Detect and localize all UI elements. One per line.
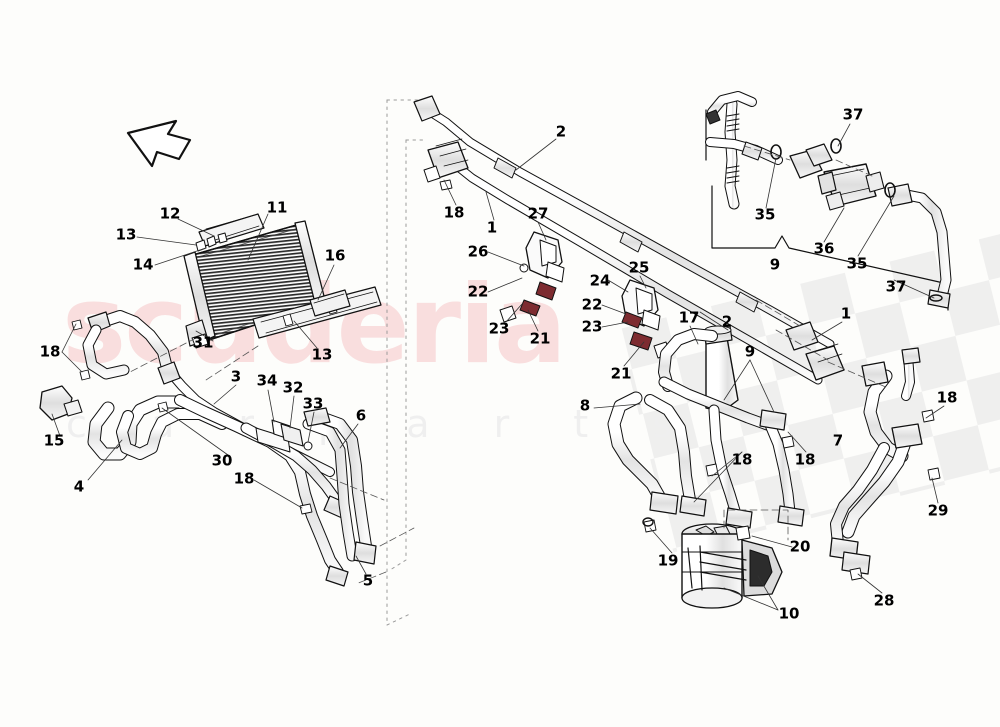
callout-21-b: 21 — [610, 364, 632, 383]
callout-18-a: 18 — [39, 342, 61, 361]
callout-6: 6 — [355, 406, 367, 425]
callout-2-b: 2 — [721, 312, 733, 331]
direction-arrow-icon — [126, 119, 192, 168]
callout-18-e: 18 — [794, 450, 816, 469]
callout-27: 27 — [527, 204, 549, 223]
long-refrigerant-lines — [413, 95, 835, 385]
callout-31: 31 — [192, 333, 214, 352]
callout-19: 19 — [657, 551, 679, 570]
callout-1-b: 1 — [840, 304, 852, 323]
callout-10: 10 — [778, 604, 800, 623]
callout-15: 15 — [43, 431, 65, 450]
callout-16: 16 — [324, 246, 346, 265]
callout-33: 33 — [302, 394, 324, 413]
callout-11: 11 — [266, 198, 288, 217]
callout-30: 30 — [211, 451, 233, 470]
callout-35-b: 35 — [846, 254, 868, 273]
callout-29: 29 — [927, 501, 949, 520]
callout-7: 7 — [832, 431, 844, 450]
callout-4: 4 — [73, 477, 85, 496]
callout-21-a: 21 — [529, 329, 551, 348]
callout-35-a: 35 — [754, 205, 776, 224]
callout-18-b: 18 — [233, 469, 255, 488]
condenser-assembly — [183, 213, 382, 349]
callout-23-a: 23 — [488, 319, 510, 338]
left-hose-cluster — [39, 310, 377, 587]
callout-34: 34 — [256, 371, 278, 390]
callout-5: 5 — [362, 571, 374, 590]
callout-20: 20 — [789, 537, 811, 556]
callout-12: 12 — [159, 204, 181, 223]
callout-1-a: 1 — [486, 218, 498, 237]
callout-25: 25 — [628, 258, 650, 277]
callout-18-c: 18 — [443, 203, 465, 222]
line-bracket-group-left — [499, 231, 565, 323]
callout-3: 3 — [230, 367, 242, 386]
callout-37-b: 37 — [885, 277, 907, 296]
callout-32: 32 — [282, 378, 304, 397]
callout-9-b: 9 — [769, 255, 781, 274]
callout-18-d: 18 — [731, 450, 753, 469]
callout-28: 28 — [873, 591, 895, 610]
callout-23-b: 23 — [581, 317, 603, 336]
right-hose-group — [829, 347, 941, 581]
callout-36: 36 — [813, 239, 835, 258]
callout-18-f: 18 — [936, 388, 958, 407]
callout-24: 24 — [589, 271, 611, 290]
callout-9-a: 9 — [744, 342, 756, 361]
compressor-valve-group — [705, 91, 952, 309]
callout-22-b: 22 — [581, 295, 603, 314]
callout-22-a: 22 — [467, 282, 489, 301]
callout-17: 17 — [678, 308, 700, 327]
callout-37-a: 37 — [842, 105, 864, 124]
callout-8: 8 — [579, 396, 591, 415]
callout-13-b: 13 — [311, 345, 333, 364]
callout-14: 14 — [132, 255, 154, 274]
callout-13-a: 13 — [115, 225, 137, 244]
accumulator-hose-group — [607, 321, 845, 533]
receiver-drier — [642, 517, 783, 609]
callout-2-a: 2 — [555, 122, 567, 141]
callout-26: 26 — [467, 242, 489, 261]
